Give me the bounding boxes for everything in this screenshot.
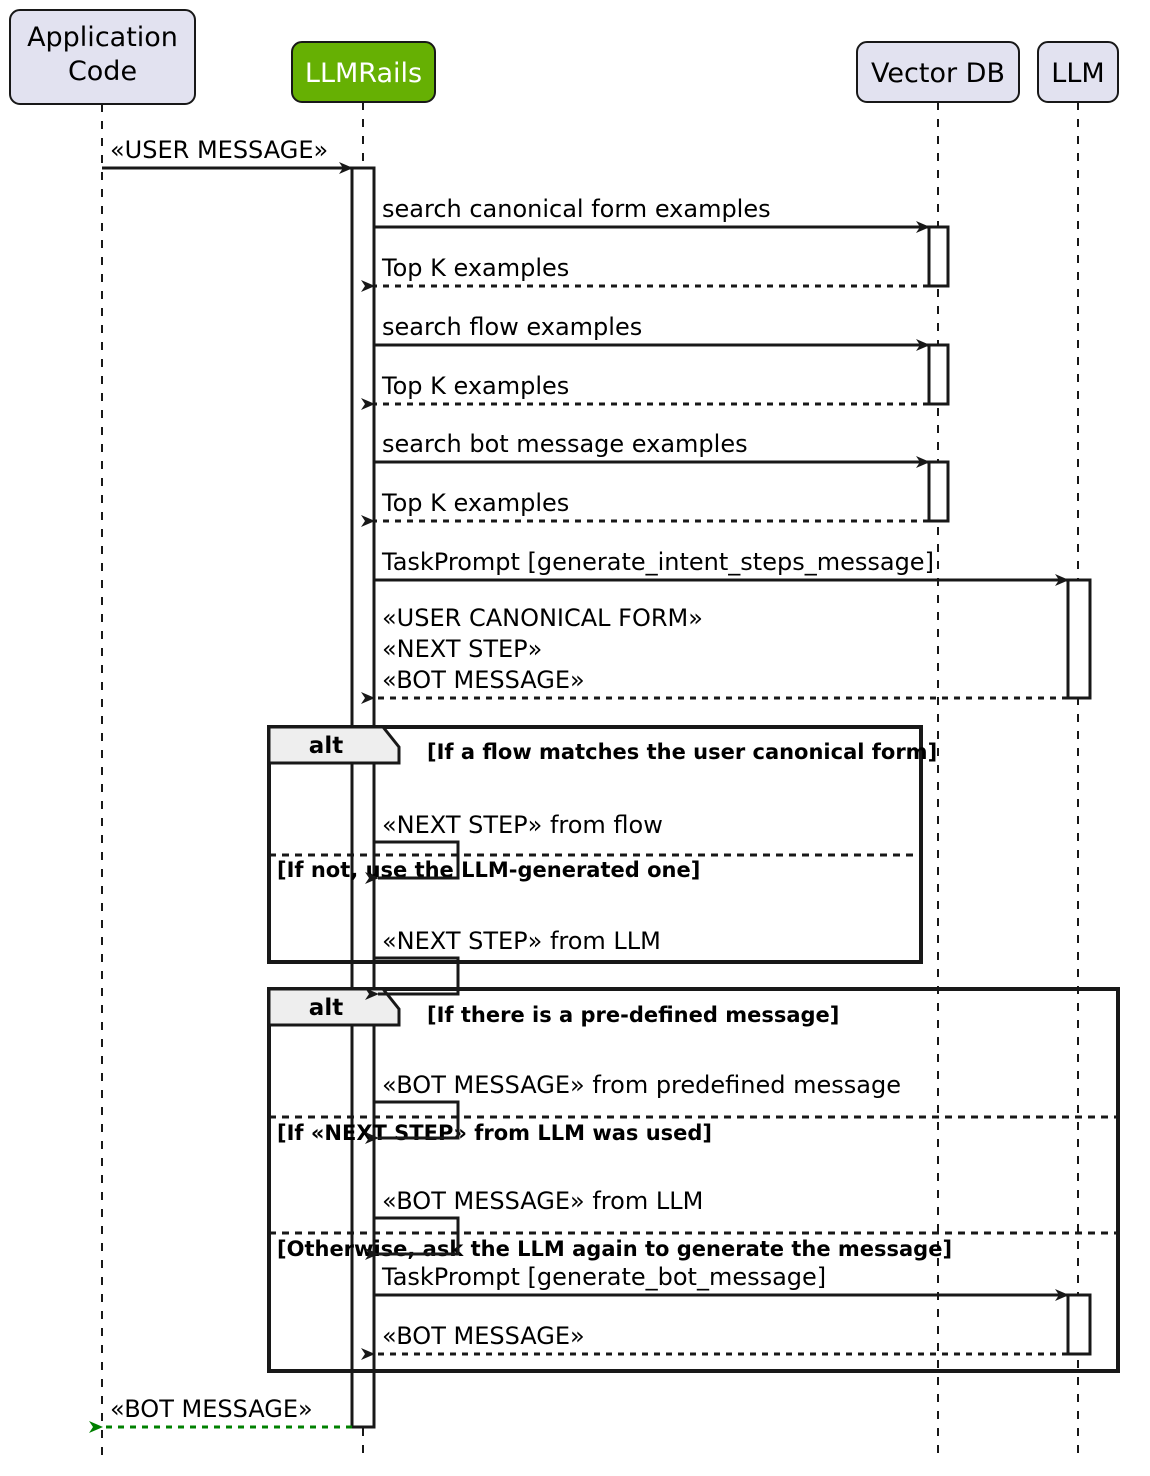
message-m16: «BOT MESSAGE» xyxy=(89,1395,352,1433)
activation-bars-group xyxy=(350,166,1092,1429)
message-label: TaskPrompt [generate_intent_steps_messag… xyxy=(381,548,934,576)
message-label: «NEXT STEP» from flow xyxy=(382,811,663,839)
participant-label: Code xyxy=(68,56,137,87)
message-label: Top K examples xyxy=(381,254,569,282)
activation-bar-vectordb xyxy=(927,225,950,288)
participant-label: LLM xyxy=(1051,58,1104,89)
fragment-condition-label: [If not, use the LLM-generated one] xyxy=(277,858,700,882)
message-label: «BOT MESSAGE» xyxy=(110,1395,313,1423)
fragment-condition-label: [If a flow matches the user canonical fo… xyxy=(427,740,937,764)
message-m10: «NEXT STEP» from flow xyxy=(365,811,663,884)
message-m13: «BOT MESSAGE» from LLM xyxy=(365,1187,703,1260)
fragment-border xyxy=(267,987,1120,1373)
message-label: «NEXT STEP» from LLM xyxy=(382,927,661,955)
message-label: search bot message examples xyxy=(382,430,748,458)
participant-vectordb[interactable]: Vector DB xyxy=(856,41,1020,103)
message-label: «NEXT STEP» xyxy=(382,635,542,663)
message-m9: «USER CANONICAL FORM» «NEXT STEP» «BOT MES… xyxy=(361,604,1068,704)
participant-box[interactable] xyxy=(291,41,436,103)
fragment-border xyxy=(267,725,923,964)
fragments-group: alt [If a flow matches the user canonical… xyxy=(267,725,1120,1373)
message-label: «USER CANONICAL FORM» xyxy=(382,604,703,632)
message-m3: Top K examples xyxy=(361,254,929,292)
participant-box[interactable] xyxy=(856,41,1020,103)
participant-label: LLMRails xyxy=(305,58,422,89)
fragment-condition-label: [Otherwise, ask the LLM again to generat… xyxy=(277,1237,952,1261)
fragment-tag-label: alt xyxy=(309,733,343,759)
fragment-tag-box xyxy=(267,725,401,765)
message-label: Top K examples xyxy=(381,372,569,400)
fragment-condition-label: [If there is a pre-defined message] xyxy=(427,1003,839,1027)
message-label: «BOT MESSAGE» xyxy=(382,1322,585,1350)
message-m6: search bot message examples xyxy=(374,430,930,468)
message-m4: search flow examples xyxy=(374,313,930,351)
message-m7: Top K examples xyxy=(361,489,929,527)
message-m11: «NEXT STEP» from LLM xyxy=(365,927,661,1000)
fragment-condition-label: [If «NEXT STEP» from LLM was used] xyxy=(277,1121,712,1145)
message-label: search canonical form examples xyxy=(382,195,771,223)
fragment-tag-label: alt xyxy=(309,995,343,1021)
participant-label: Vector DB xyxy=(871,58,1005,89)
message-label: «USER MESSAGE» xyxy=(110,136,328,164)
fragment-alt-1: alt [If a flow matches the user canonical… xyxy=(267,725,937,964)
message-label: TaskPrompt [generate_bot_message] xyxy=(381,1263,826,1291)
fragment-alt-2: alt [If there is a pre-defined message] [I… xyxy=(267,987,1120,1373)
participant-llm[interactable]: LLM xyxy=(1037,41,1119,103)
activation-bar-llm xyxy=(1066,1293,1092,1356)
message-m5: Top K examples xyxy=(361,372,929,410)
activation-bar-vectordb xyxy=(927,343,950,406)
participant-llmrails[interactable]: LLMRails xyxy=(291,41,436,103)
message-m8: TaskPrompt [generate_intent_steps_messag… xyxy=(374,548,1069,586)
message-label: «BOT MESSAGE» from predefined message xyxy=(382,1071,901,1099)
message-label: «BOT MESSAGE» xyxy=(382,666,585,694)
self-message-arrow xyxy=(365,1216,460,1260)
activation-bar-vectordb xyxy=(927,460,950,523)
activation-bar-llm xyxy=(1066,578,1092,700)
messages-group: «USER MESSAGE» search canonical form exam… xyxy=(89,136,1069,1433)
activation-bar-llmrails xyxy=(350,166,376,1429)
participant-box[interactable] xyxy=(9,9,196,105)
message-label: search flow examples xyxy=(382,313,642,341)
message-m14: TaskPrompt [generate_bot_message] xyxy=(374,1263,1069,1301)
message-m1: «USER MESSAGE» xyxy=(102,136,353,174)
participant-label: Application xyxy=(27,22,178,53)
self-message-arrow xyxy=(365,1100,460,1144)
message-m12: «BOT MESSAGE» from predefined message xyxy=(365,1071,901,1144)
self-message-arrow xyxy=(365,956,460,1000)
self-message-arrow xyxy=(365,840,460,884)
participant-box[interactable] xyxy=(1037,41,1119,103)
message-label: Top K examples xyxy=(381,489,569,517)
message-label: «BOT MESSAGE» from LLM xyxy=(382,1187,703,1215)
message-m2: search canonical form examples xyxy=(374,195,930,233)
message-m15: «BOT MESSAGE» xyxy=(361,1322,1068,1360)
